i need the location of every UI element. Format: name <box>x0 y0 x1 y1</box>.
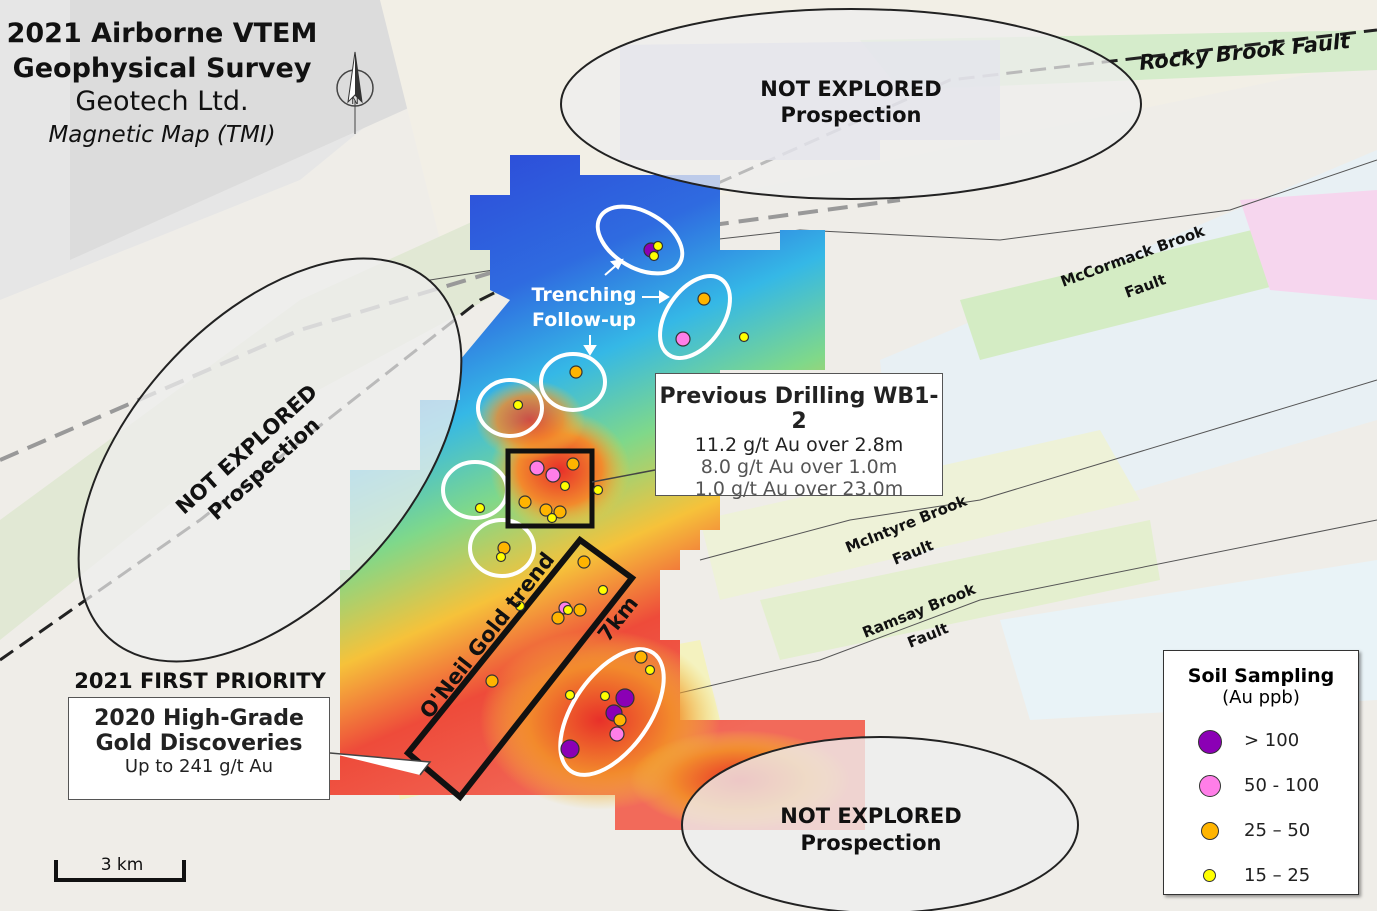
zone-north-line1: NOT EXPLORED <box>760 77 941 101</box>
legend-subtitle: (Au ppb) <box>1222 687 1300 708</box>
title-line2: Geophysical Survey <box>13 53 312 84</box>
zone-south-line1: NOT EXPLORED <box>780 804 961 828</box>
trenching-label-line2: Follow-up <box>532 309 636 331</box>
map-subtitle: Magnetic Map (TMI) <box>48 122 275 148</box>
discoveries-line2: Gold Discoveries <box>95 731 303 756</box>
zone-north-line2: Prospection <box>780 103 921 127</box>
discoveries-line1: 2020 High-Grade <box>94 706 304 731</box>
map-title: 2021 Airborne VTEM Geophysical Survey Ge… <box>7 18 318 148</box>
drilling-result-1: 11.2 g/t Au over 2.8m <box>694 434 904 456</box>
priority-header: 2021 FIRST PRIORITY <box>74 669 326 693</box>
yellow-dot-icon <box>1203 869 1216 882</box>
not-explored-zone-south <box>681 736 1079 911</box>
drilling-result-3: 1.0 g/t Au over 23.0m <box>694 478 904 500</box>
legend-label: 15 – 25 <box>1244 865 1311 886</box>
purple-dot-icon <box>1198 730 1222 754</box>
drilling-target-box <box>505 448 595 529</box>
title-line1: 2021 Airborne VTEM <box>7 18 318 49</box>
legend-title: Soil Sampling <box>1187 665 1335 687</box>
target-ellipses <box>441 204 732 777</box>
drilling-result-2: 8.0 g/t Au over 1.0m <box>700 456 898 478</box>
not-explored-zone-west <box>77 257 463 663</box>
scale-bar: 3 km <box>54 855 186 882</box>
north-arrow-icon: N <box>336 51 374 134</box>
soil-sample-points <box>474 240 750 759</box>
drilling-results-box: Previous Drilling WB1-2 11.2 g/t Au over… <box>655 373 943 500</box>
trenching-label-line1: Trenching <box>531 284 636 306</box>
trenching-arrows <box>583 258 670 356</box>
legend-label: > 100 <box>1244 730 1300 751</box>
legend-label: 25 – 50 <box>1244 820 1311 841</box>
company-name: Geotech Ltd. <box>75 86 248 117</box>
discoveries-line3: Up to 241 g/t Au <box>124 756 274 777</box>
pink-dot-icon <box>1199 775 1221 797</box>
soil-sampling-legend: Soil Sampling (Au ppb) > 100 50 - 100 25… <box>1163 650 1359 895</box>
north-label: N <box>351 96 358 107</box>
orange-dot-icon <box>1201 822 1219 840</box>
scale-bar-label: 3 km <box>101 855 144 875</box>
zone-south-line2: Prospection <box>800 831 941 855</box>
drilling-title: Previous Drilling WB1-2 <box>659 384 939 434</box>
legend-label: 50 - 100 <box>1244 775 1320 796</box>
high-grade-discoveries-box: 2020 High-Grade Gold Discoveries Up to 2… <box>68 697 330 800</box>
not-explored-zone-north <box>560 8 1142 200</box>
oneil-gold-trend-box <box>403 535 637 802</box>
